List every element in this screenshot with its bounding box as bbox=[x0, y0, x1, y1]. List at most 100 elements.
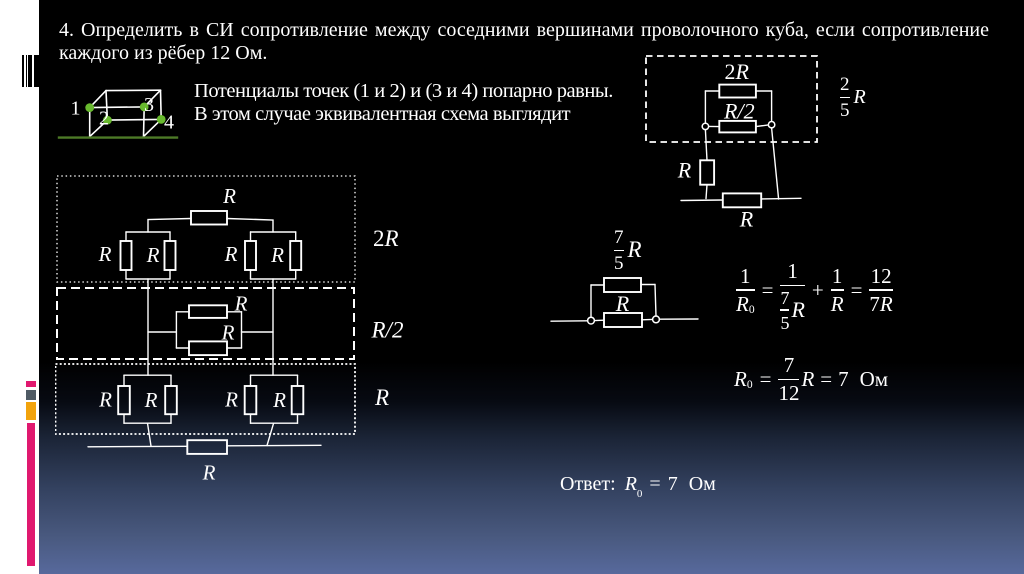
orange-square-decoration bbox=[26, 402, 36, 420]
cube-figure: 1 2 3 4 bbox=[57, 89, 179, 139]
barcode-bar bbox=[25, 55, 27, 87]
resistor-body bbox=[186, 439, 228, 455]
final-top-resistor-value: 7 5 R bbox=[614, 228, 642, 273]
resistor-R-label: R bbox=[677, 158, 692, 183]
resistor-label: R bbox=[221, 321, 235, 345]
node-dot bbox=[586, 316, 596, 325]
resistor-label: R bbox=[146, 243, 160, 267]
resistor-label: R bbox=[270, 243, 284, 267]
left-margin-strip bbox=[0, 0, 39, 574]
resistor-label: R bbox=[222, 184, 236, 208]
section-R2-value: R/2 bbox=[371, 318, 404, 343]
wire-group bbox=[249, 374, 299, 424]
node-dot bbox=[651, 315, 661, 324]
resistor-body bbox=[243, 385, 258, 416]
section-R2-box bbox=[56, 287, 355, 360]
gray-square-decoration bbox=[26, 389, 36, 400]
resistor-body bbox=[164, 385, 178, 416]
resistor-label: R bbox=[272, 388, 286, 412]
fraction-bar bbox=[780, 309, 790, 312]
cube-vertex-4-label: 4 bbox=[164, 112, 174, 134]
wire bbox=[87, 445, 189, 448]
wire bbox=[760, 197, 802, 200]
resistor-R2-label: R/2 bbox=[723, 99, 755, 124]
section-2R-box bbox=[56, 175, 356, 283]
pink-square-decoration bbox=[26, 380, 36, 387]
resistor-label: R bbox=[144, 388, 158, 412]
wire bbox=[146, 422, 152, 447]
resistor-body bbox=[603, 277, 642, 293]
fraction-bar bbox=[869, 289, 893, 292]
cube-vertex-3-label: 3 bbox=[144, 94, 154, 116]
node-dot bbox=[767, 120, 776, 129]
frac-numerator: 2 bbox=[840, 74, 850, 95]
frac-R: R bbox=[627, 237, 642, 263]
frac-denominator: 5 bbox=[614, 252, 624, 274]
resistor-R-bottom-label: R bbox=[739, 207, 754, 232]
barcode-bar bbox=[22, 55, 25, 87]
fraction-bar bbox=[778, 378, 800, 381]
resistor-body bbox=[119, 240, 133, 271]
barcode-bar bbox=[27, 55, 32, 87]
cube-edges bbox=[88, 89, 162, 138]
fraction-bar bbox=[780, 284, 805, 287]
resistor-body bbox=[244, 240, 257, 271]
resistor-body bbox=[188, 340, 228, 357]
resistor-body bbox=[721, 192, 763, 209]
fraction-bar bbox=[736, 289, 755, 292]
wire bbox=[755, 124, 770, 128]
answer-prefix: Ответ: bbox=[560, 473, 616, 495]
explanation-line-2: В этом случае эквивалентная схема выгляд… bbox=[194, 102, 571, 125]
resistor-body bbox=[117, 385, 131, 416]
wire bbox=[704, 128, 708, 162]
wire bbox=[654, 283, 657, 317]
wire bbox=[705, 183, 708, 200]
resistor-label: R bbox=[224, 242, 238, 266]
resistor-body bbox=[699, 159, 716, 186]
resistor-label: R bbox=[234, 292, 248, 316]
result-formula: R0 = 7 12 R = 7 Ом bbox=[734, 353, 889, 405]
resistor-body bbox=[718, 83, 757, 99]
final-parallel-circuit-diagram: R bbox=[550, 277, 699, 328]
section-R-value: R bbox=[374, 385, 389, 410]
wire bbox=[266, 422, 275, 447]
cube-vertex-1-label: 1 bbox=[71, 98, 81, 120]
reduced-box bbox=[645, 55, 818, 143]
explanation-text: Потенциалы точек (1 и 2) и (3 и 4) попар… bbox=[194, 80, 613, 125]
node-dot bbox=[701, 122, 710, 131]
equivalent-circuit-diagram: R R R R R bbox=[55, 175, 404, 485]
wire bbox=[147, 217, 192, 233]
wire-group bbox=[175, 311, 243, 349]
vertex-dots bbox=[85, 102, 166, 125]
frac-numerator: 7 bbox=[614, 227, 624, 248]
resistor-R-label: R bbox=[615, 291, 630, 316]
resistor-body bbox=[289, 240, 303, 271]
fraction-bar bbox=[614, 249, 624, 252]
problem-title: 4. Определить в СИ сопротивление между с… bbox=[59, 19, 989, 64]
fraction-bar bbox=[840, 96, 850, 99]
resistor-label: R bbox=[98, 242, 112, 266]
wire bbox=[680, 199, 724, 202]
wire bbox=[226, 217, 274, 233]
frac-denominator: 5 bbox=[840, 99, 850, 121]
barcode-bar bbox=[33, 55, 39, 87]
conductance-formula: 1 R0 = 1 7 5 R + 1 R = 12 bbox=[736, 259, 893, 333]
section-2R-value: 2R bbox=[373, 226, 399, 251]
pink-accent-bar bbox=[27, 423, 35, 566]
answer-line: Ответ: R0 = 7 Ом bbox=[560, 473, 716, 501]
resistor-body bbox=[163, 240, 177, 271]
reduced-circuit-diagram: 2R R/2 R R bbox=[645, 55, 818, 232]
barcode-decoration bbox=[22, 55, 39, 87]
resistor-label: R bbox=[224, 388, 238, 412]
resistor-label: R bbox=[202, 461, 216, 485]
resistor-label: R bbox=[98, 388, 112, 412]
wire bbox=[770, 127, 780, 200]
resistor-body bbox=[290, 385, 305, 416]
frac-R: R bbox=[853, 85, 866, 108]
resistor-2R-label: 2R bbox=[724, 59, 749, 84]
wire bbox=[226, 444, 322, 447]
cube-vertex-2-label: 2 bbox=[99, 108, 109, 130]
resistor-body bbox=[188, 304, 228, 319]
explanation-line-1: Потенциалы точек (1 и 2) и (3 и 4) попар… bbox=[194, 80, 613, 102]
fraction-bar bbox=[830, 289, 844, 292]
